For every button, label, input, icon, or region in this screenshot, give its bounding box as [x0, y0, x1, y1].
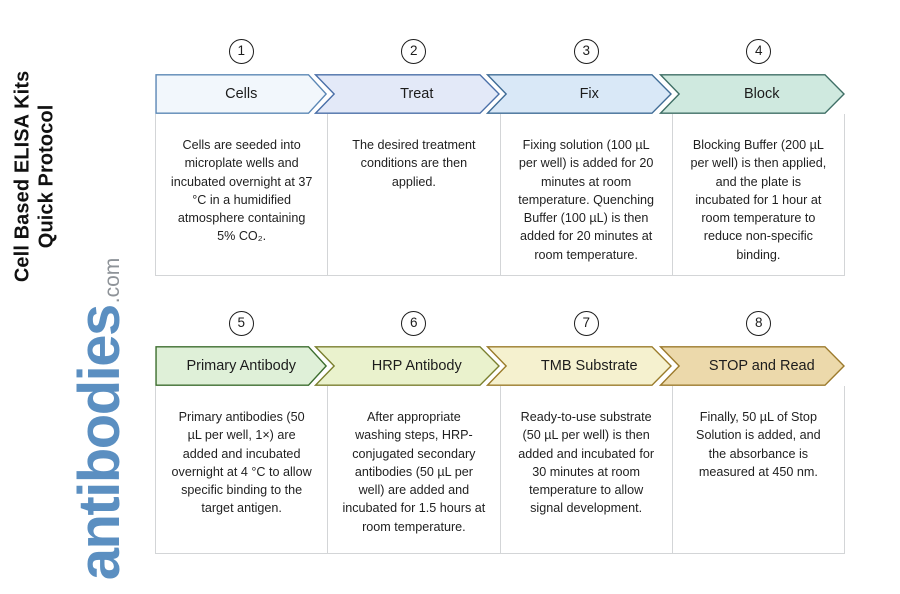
chevron-label: Fix: [579, 86, 599, 102]
protocol-row-2: 5 6 7 8 Primary Antibody HRP Antibody TM…: [155, 300, 845, 554]
description-text: Finally, 50 µL of Stop Solution is added…: [696, 410, 821, 479]
protocol-row-1: 1 2 3 4 Cells Treat Fix Block: [155, 28, 845, 276]
chevron-label: STOP and Read: [708, 358, 815, 374]
chevron-step-2[interactable]: Treat: [328, 74, 501, 114]
chevron-arrow-icon: [155, 346, 328, 386]
step-number-badge: 5: [228, 310, 254, 336]
description-panel: The desired treatment conditions are the…: [328, 114, 501, 275]
page-title: Cell Based ELISA Kits Quick Protocol: [11, 70, 58, 283]
step-number-cell: 7: [500, 300, 673, 346]
description-panel: Ready-to-use substrate (50 µL per well) …: [501, 386, 673, 553]
description-text: Fixing solution (100 µL per well) is add…: [518, 138, 655, 262]
chevron-arrow-icon: [659, 346, 846, 386]
branding-rail: Cell Based ELISA Kits Quick Protocol ant…: [0, 0, 155, 594]
step-number-band-1: 1 2 3 4: [155, 28, 845, 74]
step-number-cell: 3: [500, 28, 673, 74]
step-number-cell: 8: [673, 300, 846, 346]
step-number-cell: 2: [328, 28, 501, 74]
step-number-badge: 1: [228, 38, 254, 64]
chevron-arrow-icon: [314, 74, 501, 114]
step-number-badge: 6: [401, 310, 427, 336]
logo-tld: .com: [101, 257, 124, 304]
chevron-arrow-icon: [486, 346, 673, 386]
chevron-step-6[interactable]: HRP Antibody: [328, 346, 501, 386]
chevron-step-8[interactable]: STOP and Read: [673, 346, 846, 386]
chevron-label: Treat: [400, 86, 434, 102]
description-panel: Fixing solution (100 µL per well) is add…: [501, 114, 673, 275]
logo-wordmark: antibodies: [67, 305, 132, 581]
chevron-label: Block: [744, 86, 780, 102]
step-number-cell: 4: [673, 28, 846, 74]
chevron-step-3[interactable]: Fix: [500, 74, 673, 114]
step-number-band-2: 5 6 7 8: [155, 300, 845, 346]
chevron-label: HRP Antibody: [371, 358, 462, 374]
description-text: The desired treatment conditions are the…: [352, 138, 476, 189]
description-text: Cells are seeded into microplate wells a…: [170, 138, 313, 244]
chevron-label: Primary Antibody: [186, 358, 297, 374]
chevron-band-2: Primary Antibody HRP Antibody TMB Substr…: [155, 346, 845, 386]
description-panel: After appropriate washing steps, HRP-con…: [328, 386, 501, 553]
description-panel: Cells are seeded into microplate wells a…: [156, 114, 329, 275]
chevron-label: TMB Substrate: [540, 358, 638, 374]
description-panel: Finally, 50 µL of Stop Solution is added…: [673, 386, 844, 553]
chevron-step-5[interactable]: Primary Antibody: [155, 346, 328, 386]
description-text: Primary antibodies (50 µL per well, 1×) …: [171, 410, 312, 516]
description-text: Blocking Buffer (200 µL per well) is the…: [690, 138, 827, 262]
description-text: After appropriate washing steps, HRP-con…: [342, 410, 486, 534]
chevron-step-4[interactable]: Block: [673, 74, 846, 114]
chevron-label: Cells: [225, 86, 258, 102]
chevron-step-7[interactable]: TMB Substrate: [500, 346, 673, 386]
chevron-arrow-icon: [314, 346, 501, 386]
logo: antibodies .com: [67, 258, 132, 581]
step-number-badge: 3: [573, 38, 599, 64]
step-number-cell: 1: [155, 28, 328, 74]
step-number-cell: 6: [328, 300, 501, 346]
description-panels-1: Cells are seeded into microplate wells a…: [155, 114, 845, 276]
step-number-badge: 7: [573, 310, 599, 336]
description-text: Ready-to-use substrate (50 µL per well) …: [518, 410, 655, 516]
step-number-badge: 8: [746, 310, 772, 336]
chevron-step-1[interactable]: Cells: [155, 74, 328, 114]
chevron-arrow-icon: [155, 74, 328, 114]
description-panels-2: Primary antibodies (50 µL per well, 1×) …: [155, 386, 845, 554]
chevron-arrow-icon: [486, 74, 673, 114]
description-panel: Blocking Buffer (200 µL per well) is the…: [673, 114, 844, 275]
step-number-cell: 5: [155, 300, 328, 346]
step-number-badge: 4: [746, 38, 772, 64]
chevron-band-1: Cells Treat Fix Block: [155, 74, 845, 114]
chevron-arrow-icon: [659, 74, 846, 114]
step-number-badge: 2: [401, 38, 427, 64]
description-panel: Primary antibodies (50 µL per well, 1×) …: [156, 386, 329, 553]
